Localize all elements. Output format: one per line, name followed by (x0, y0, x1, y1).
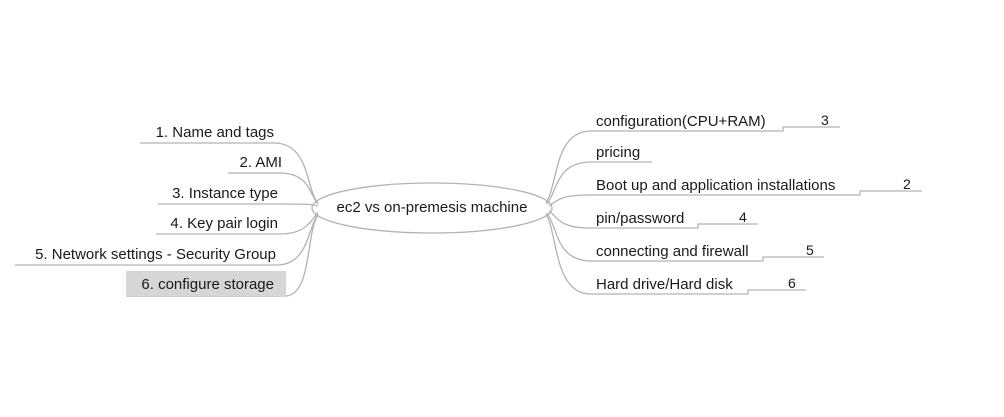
right-branch-note-hard-drive: 6 (788, 275, 796, 291)
right-branch-note-pin-password: 4 (739, 209, 747, 225)
left-branch-label-ami[interactable]: 2. AMI (239, 154, 282, 171)
right-branch-label-pricing[interactable]: pricing (596, 144, 641, 161)
right-branch-note-boot-up: 2 (903, 176, 911, 192)
left-branch-label-network-settings[interactable]: 5. Network settings - Security Group (35, 246, 276, 263)
right-branch-label-connecting-firewall[interactable]: connecting and firewall (596, 243, 749, 260)
left-branch-curve-5 (277, 213, 319, 266)
left-branch-curve-6 (285, 214, 319, 297)
left-branch-curve-3 (279, 203, 319, 207)
right-underline-6 (590, 289, 806, 295)
central-node-outline (311, 182, 553, 234)
right-branch-curve-2 (546, 161, 591, 205)
left-branch-label-name-and-tags[interactable]: 1. Name and tags (155, 124, 274, 141)
right-branch-label-pin-password[interactable]: pin/password (596, 210, 685, 227)
right-underline-4 (590, 223, 758, 229)
right-underline-1 (590, 126, 840, 132)
right-branch-note-configuration: 3 (821, 112, 829, 128)
left-branch-label-instance-type[interactable]: 3. Instance type (172, 185, 278, 202)
right-underline-3 (590, 190, 922, 196)
left-branch-curve-2 (281, 172, 319, 205)
right-branch-curve-4 (548, 210, 591, 229)
right-branch-curve-3 (548, 194, 591, 207)
right-branch-note-connecting-firewall: 5 (806, 242, 814, 258)
left-branch-label-key-pair-login[interactable]: 4. Key pair login (170, 215, 278, 232)
right-branch-label-hard-drive[interactable]: Hard drive/Hard disk (596, 276, 733, 293)
left-branch-curve-4 (279, 211, 319, 235)
right-branch-curve-5 (546, 212, 591, 262)
right-branch-label-boot-up[interactable]: Boot up and application installations (596, 177, 836, 194)
right-underline-5 (590, 256, 824, 262)
selected-branch-highlight (126, 271, 286, 296)
central-node-label[interactable]: ec2 vs on-premesis machine (336, 199, 528, 216)
left-branch-label-configure-storage[interactable]: 6. configure storage (141, 276, 274, 293)
right-branch-label-configuration[interactable]: configuration(CPU+RAM) (596, 113, 766, 130)
right-branch-curve-6 (545, 213, 591, 295)
right-branch-curve-1 (545, 130, 591, 204)
